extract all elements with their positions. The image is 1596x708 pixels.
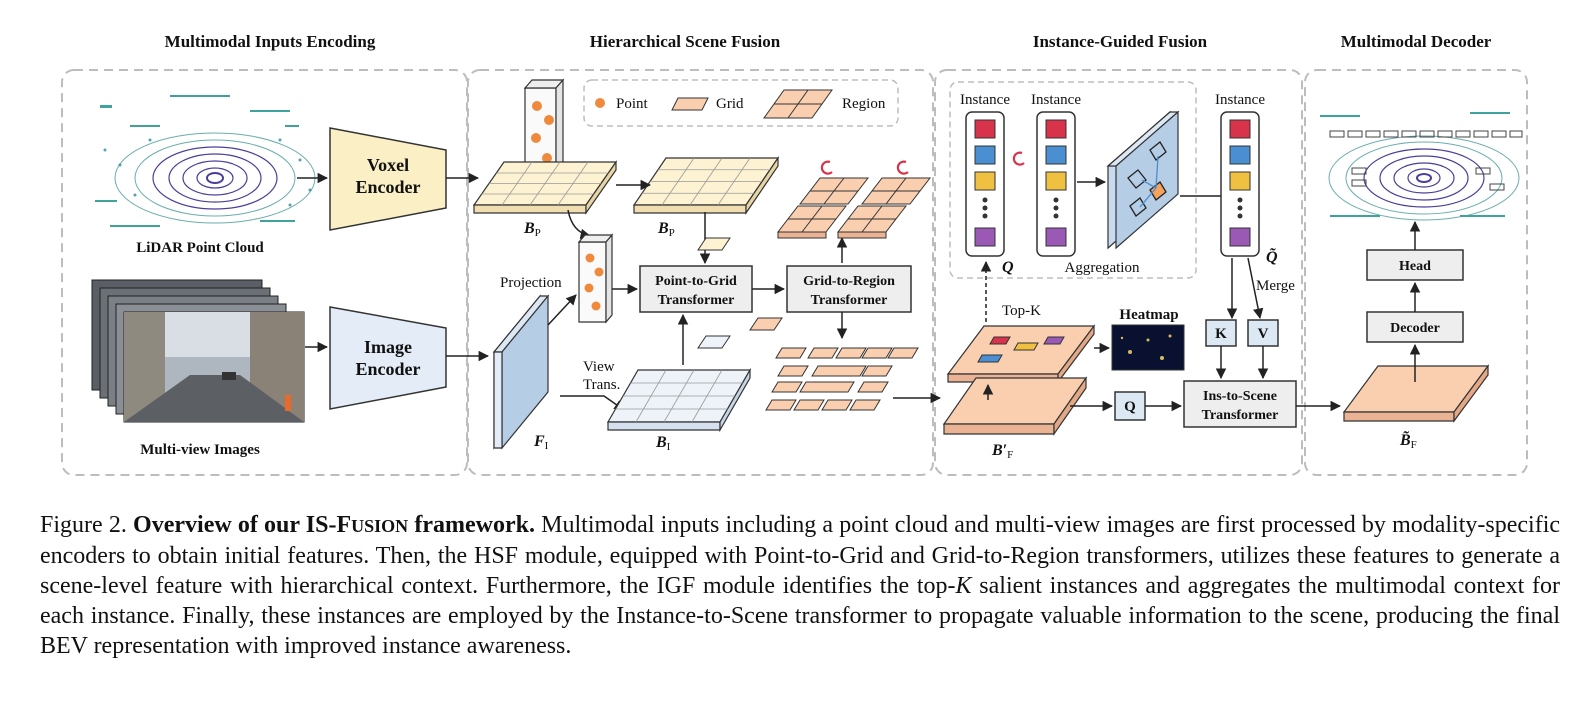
- section-title-hsf: Hierarchical Scene Fusion: [590, 32, 781, 51]
- caption-body-1: Multimodal inputs including a point clou…: [40, 512, 1561, 599]
- grid-cell-small-2: [697, 335, 731, 349]
- fi-feature-map: [492, 294, 550, 450]
- p2g-line2: Transformer: [658, 293, 735, 308]
- legend-region-icon: [763, 89, 833, 119]
- rotate-icon-1: [820, 160, 833, 175]
- rotate-icon-3: [1012, 151, 1025, 166]
- legend-point-icon: [595, 98, 605, 108]
- heatmap-image: [1111, 324, 1185, 371]
- decoder-box: [1366, 311, 1464, 343]
- panel-encoding: [61, 69, 468, 476]
- bf-tilde-slab: [1342, 364, 1490, 423]
- legend-grid-icon: [671, 97, 709, 111]
- k-box: [1205, 319, 1237, 347]
- q-tilde-label: Q̃: [1266, 247, 1278, 266]
- caption-body-2: salient instances and aggregates the mul…: [40, 573, 1560, 659]
- g2r-line1: Grid-to-Region: [803, 274, 895, 289]
- voxel-encoder-line1: Voxel: [367, 155, 409, 175]
- instance-label-1: Instance: [960, 92, 1010, 108]
- q-box-label: Q: [1124, 399, 1136, 415]
- bf-prime-slab: [942, 376, 1088, 436]
- voxel-encoder-line2: Encoder: [356, 177, 421, 197]
- bp-grid-left: [472, 160, 618, 215]
- q-box: [1114, 391, 1146, 421]
- bp-middle-label: BP: [657, 220, 675, 239]
- section-title-decoder: Multimodal Decoder: [1341, 32, 1492, 51]
- image-encoder-line2: Encoder: [356, 359, 421, 379]
- k-label: K: [1215, 326, 1227, 342]
- head-label: Head: [1399, 259, 1431, 274]
- grid-to-region-transformer: [786, 265, 912, 313]
- region-blocks-upper: [776, 177, 932, 239]
- view-trans-line1: View: [583, 359, 615, 375]
- aggregation-feature-map: [1106, 110, 1180, 250]
- ins-to-scene-transformer: [1183, 380, 1297, 428]
- figure-caption: Figure 2. Overview of our IS-FUSION fram…: [40, 510, 1560, 661]
- legend-box: [583, 79, 899, 127]
- image-encoder-block: [329, 306, 447, 410]
- section-title-igf: Instance-Guided Fusion: [1033, 32, 1208, 51]
- ins2scene-line1: Ins-to-Scene: [1203, 389, 1277, 404]
- caption-k: K: [955, 573, 972, 599]
- section-title-encoding: Multimodal Inputs Encoding: [165, 32, 376, 51]
- bp-left-label: BP: [523, 220, 541, 239]
- multi-view-images: [91, 279, 305, 423]
- instance-label-2: Instance: [1031, 92, 1081, 108]
- pillar-points: [531, 101, 554, 163]
- p2g-line1: Point-to-Grid: [655, 274, 737, 289]
- aggregation-label: Aggregation: [1065, 260, 1140, 276]
- caption-title: Overview of our IS-FUSION framework.: [133, 512, 535, 538]
- panel-igf: [934, 69, 1303, 476]
- decoder-label: Decoder: [1390, 321, 1440, 336]
- topk-label: Top-K: [1002, 303, 1041, 319]
- grid-cell-small-3: [749, 317, 783, 331]
- bf-prime-label: B′F: [991, 442, 1013, 461]
- rotate-icon-2: [896, 160, 909, 175]
- q-label: Q: [1002, 259, 1014, 276]
- framework-diagram: Multimodal Inputs Encoding Hierarchical …: [61, 32, 1528, 476]
- grid-cell-small-1: [697, 237, 731, 251]
- bp-grid-middle: [632, 156, 780, 215]
- region-blocks-lower: [765, 347, 919, 411]
- legend-grid-label: Grid: [716, 96, 744, 112]
- ins2scene-line2: Transformer: [1202, 408, 1279, 423]
- v-label: V: [1258, 326, 1269, 342]
- projection-label: Projection: [500, 275, 562, 291]
- voxel-encoder-block: [329, 127, 447, 231]
- projection-pillar: [578, 241, 607, 323]
- bi-label: BI: [655, 434, 671, 453]
- heatmap-label: Heatmap: [1119, 307, 1178, 323]
- decoder-output-pointcloud: [1320, 112, 1523, 221]
- caption-fig-number: Figure 2.: [40, 512, 127, 538]
- merge-label: Merge: [1256, 278, 1295, 294]
- instance-label-3: Instance: [1215, 92, 1265, 108]
- bf-tilde-label: B̃F: [1399, 430, 1417, 451]
- image-encoder-line1: Image: [364, 337, 412, 357]
- topk-slab: [946, 324, 1096, 384]
- legend-region-label: Region: [842, 96, 886, 112]
- legend-point-label: Point: [616, 96, 649, 112]
- panel-hsf: [467, 69, 934, 476]
- g2r-line2: Transformer: [811, 293, 888, 308]
- panel-decoder: [1304, 69, 1528, 476]
- multi-view-label: Multi-view Images: [140, 442, 260, 458]
- view-trans-line2: Trans.: [583, 377, 620, 393]
- lidar-label: LiDAR Point Cloud: [136, 240, 264, 256]
- aggregation-box: [949, 81, 1197, 279]
- v-box: [1247, 319, 1279, 347]
- fi-label: FI: [533, 433, 549, 452]
- bi-grid: [606, 367, 752, 433]
- lidar-point-cloud-image: [95, 95, 316, 227]
